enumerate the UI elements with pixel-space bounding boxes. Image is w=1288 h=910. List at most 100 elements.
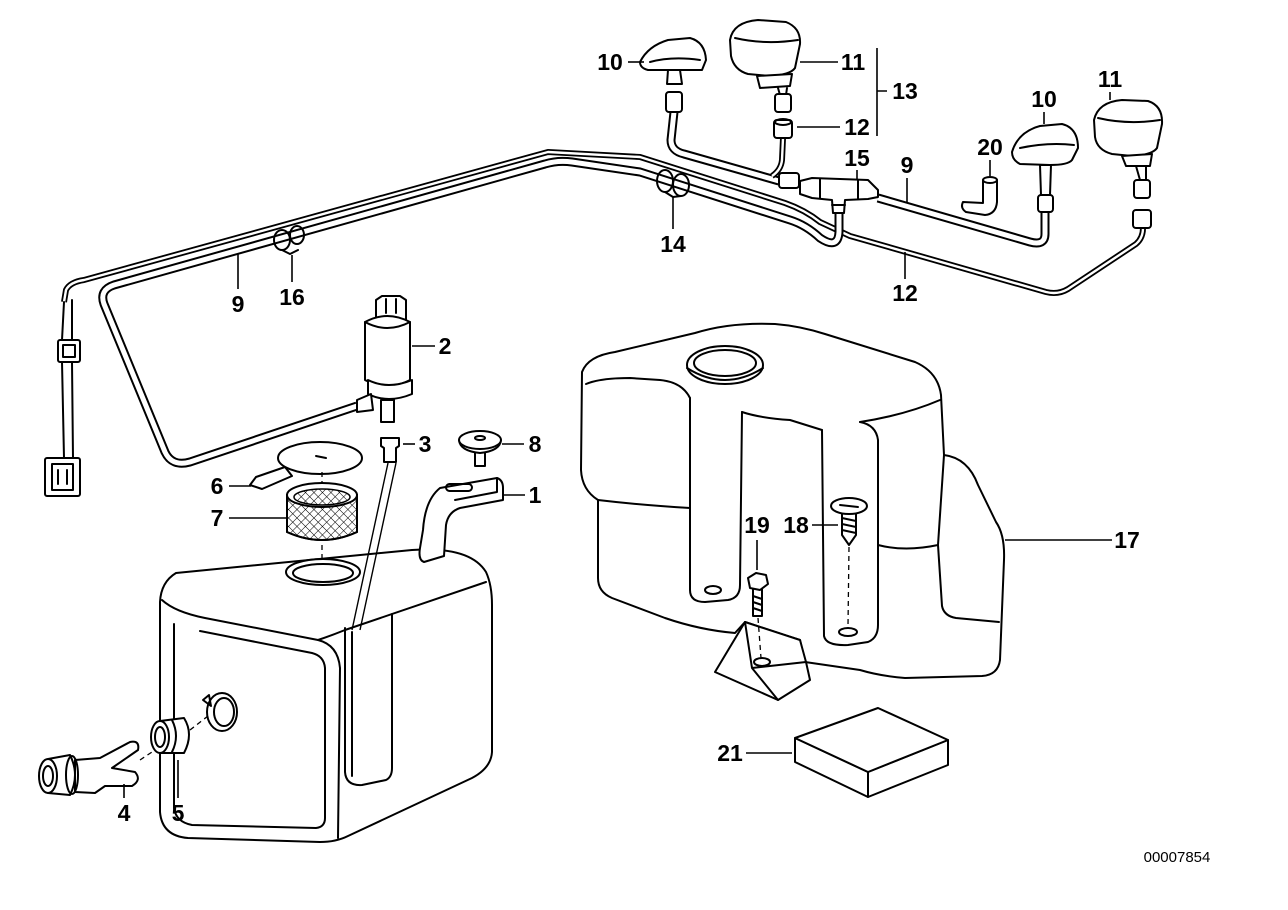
callout-14: 14 [660,231,686,257]
nozzle-heated-top-sleeve [773,119,793,139]
callout-6: 6 [211,473,224,499]
callout-10-right: 10 [1031,86,1057,112]
pump-connector-pins [385,298,397,314]
callout-9-left: 9 [232,291,245,317]
tank-bracket [418,477,504,563]
nozzle-heated-right [1093,99,1164,229]
t-piece [799,177,879,214]
clip-16-ring-b [289,225,305,245]
callout-2: 2 [439,333,452,359]
hose-right [876,193,1050,248]
nozzle-heated-right-sleeve [1132,209,1152,229]
harness-plug-pins [57,469,68,485]
box-top-face [794,707,949,773]
callout-11-right: 11 [1098,66,1123,92]
harness-connector-upper [57,339,81,363]
tank-grommet-side [150,717,190,754]
bolt-threads [752,595,763,612]
hose-thin-inner [62,150,1145,303]
hose-connector [778,172,800,189]
strainer-bottom [286,531,358,541]
nozzle-left-top-edge [649,57,701,63]
callout-19: 19 [744,512,770,538]
callout-12-top: 12 [844,114,870,140]
suction-tube [351,462,397,631]
nozzle-right-edge [1019,143,1075,149]
hose-right-inner [877,195,1048,246]
t-piece-barbs [819,178,859,206]
callout-20: 20 [977,134,1003,160]
disc-center-mark [315,455,327,459]
switch-face-inner [42,765,54,787]
bracket-edge [454,477,498,501]
callout-7: 7 [211,505,224,531]
elbow-connector [961,176,998,216]
small-tank-side-hole [206,692,238,732]
hose-main-inner [100,158,842,466]
large-tank-channel-mount [821,421,879,647]
nozzle-heated-top [729,19,802,139]
switch-face [38,758,58,794]
callout-1: 1 [529,482,542,508]
bracket-slot [445,483,473,492]
nozzle-right [1011,123,1079,213]
callout-11-top: 11 [841,49,866,75]
gasket-inner [292,563,354,583]
bracket-body [418,477,504,563]
strainer-top-mesh [293,488,351,506]
self-tapping-screw [830,497,868,546]
switch-ring [65,755,79,795]
washer-tank-large [580,322,1006,679]
mount-bracket-edges [744,621,807,701]
large-tank-seam [597,499,691,509]
side-grommet-hole [154,726,166,748]
callout-8: 8 [529,431,542,457]
callout-labels: 10 11 13 12 15 9 20 10 11 14 12 9 16 2 3… [118,49,1211,866]
side-grommet-ring [171,719,177,753]
large-tank-mount-bracket [714,621,811,701]
disc-tab [249,466,293,490]
switch-body [74,740,140,794]
harness-plug [44,457,81,497]
pump-base [367,379,413,400]
large-tank-drain-hole [704,585,722,595]
callout-21: 21 [717,740,743,766]
pump-outlet [356,393,374,413]
side-grommet-face [150,720,170,754]
harness-wires-lower [61,361,74,459]
large-tank-filler-lip [686,367,764,381]
hoses [61,111,1146,468]
screw-threads [841,517,857,534]
nozzle-left-top [639,37,707,113]
pump-inlet [380,399,395,423]
nozzle-heated-top-connector [774,93,792,113]
callout-10-left: 10 [597,49,623,75]
sealing-plug [458,430,502,467]
hose-main [98,156,844,468]
large-tank-outline [580,322,1006,679]
screw-slot [839,504,859,508]
callout-13: 13 [892,78,918,104]
hose-clip-16 [273,225,305,255]
nozzle-left-top-body [639,37,707,71]
nozzle-heated-right-edge [1097,117,1161,124]
nozzle-heated-top-edge [734,37,799,44]
harness-connector-upper-inner [62,344,76,358]
leader-lines [123,48,1112,798]
washer-tank-small [159,548,493,843]
hose-wire-inner [771,137,785,177]
callout-16: 16 [279,284,305,310]
callout-15: 15 [844,145,870,171]
hose-nozzle-left-inner [668,111,780,184]
small-tank-pump-channel [344,613,393,787]
nozzle-heated-right-body [1093,99,1164,157]
large-tank-channel-front [689,397,743,603]
screw-axis [847,546,850,627]
mount-bracket-hole [753,657,771,667]
leader-13-bracket [876,48,887,136]
small-tank-side-hole-inner [213,697,235,727]
level-sensor-disc [249,441,363,490]
nozzle-right-stem [1039,164,1052,196]
